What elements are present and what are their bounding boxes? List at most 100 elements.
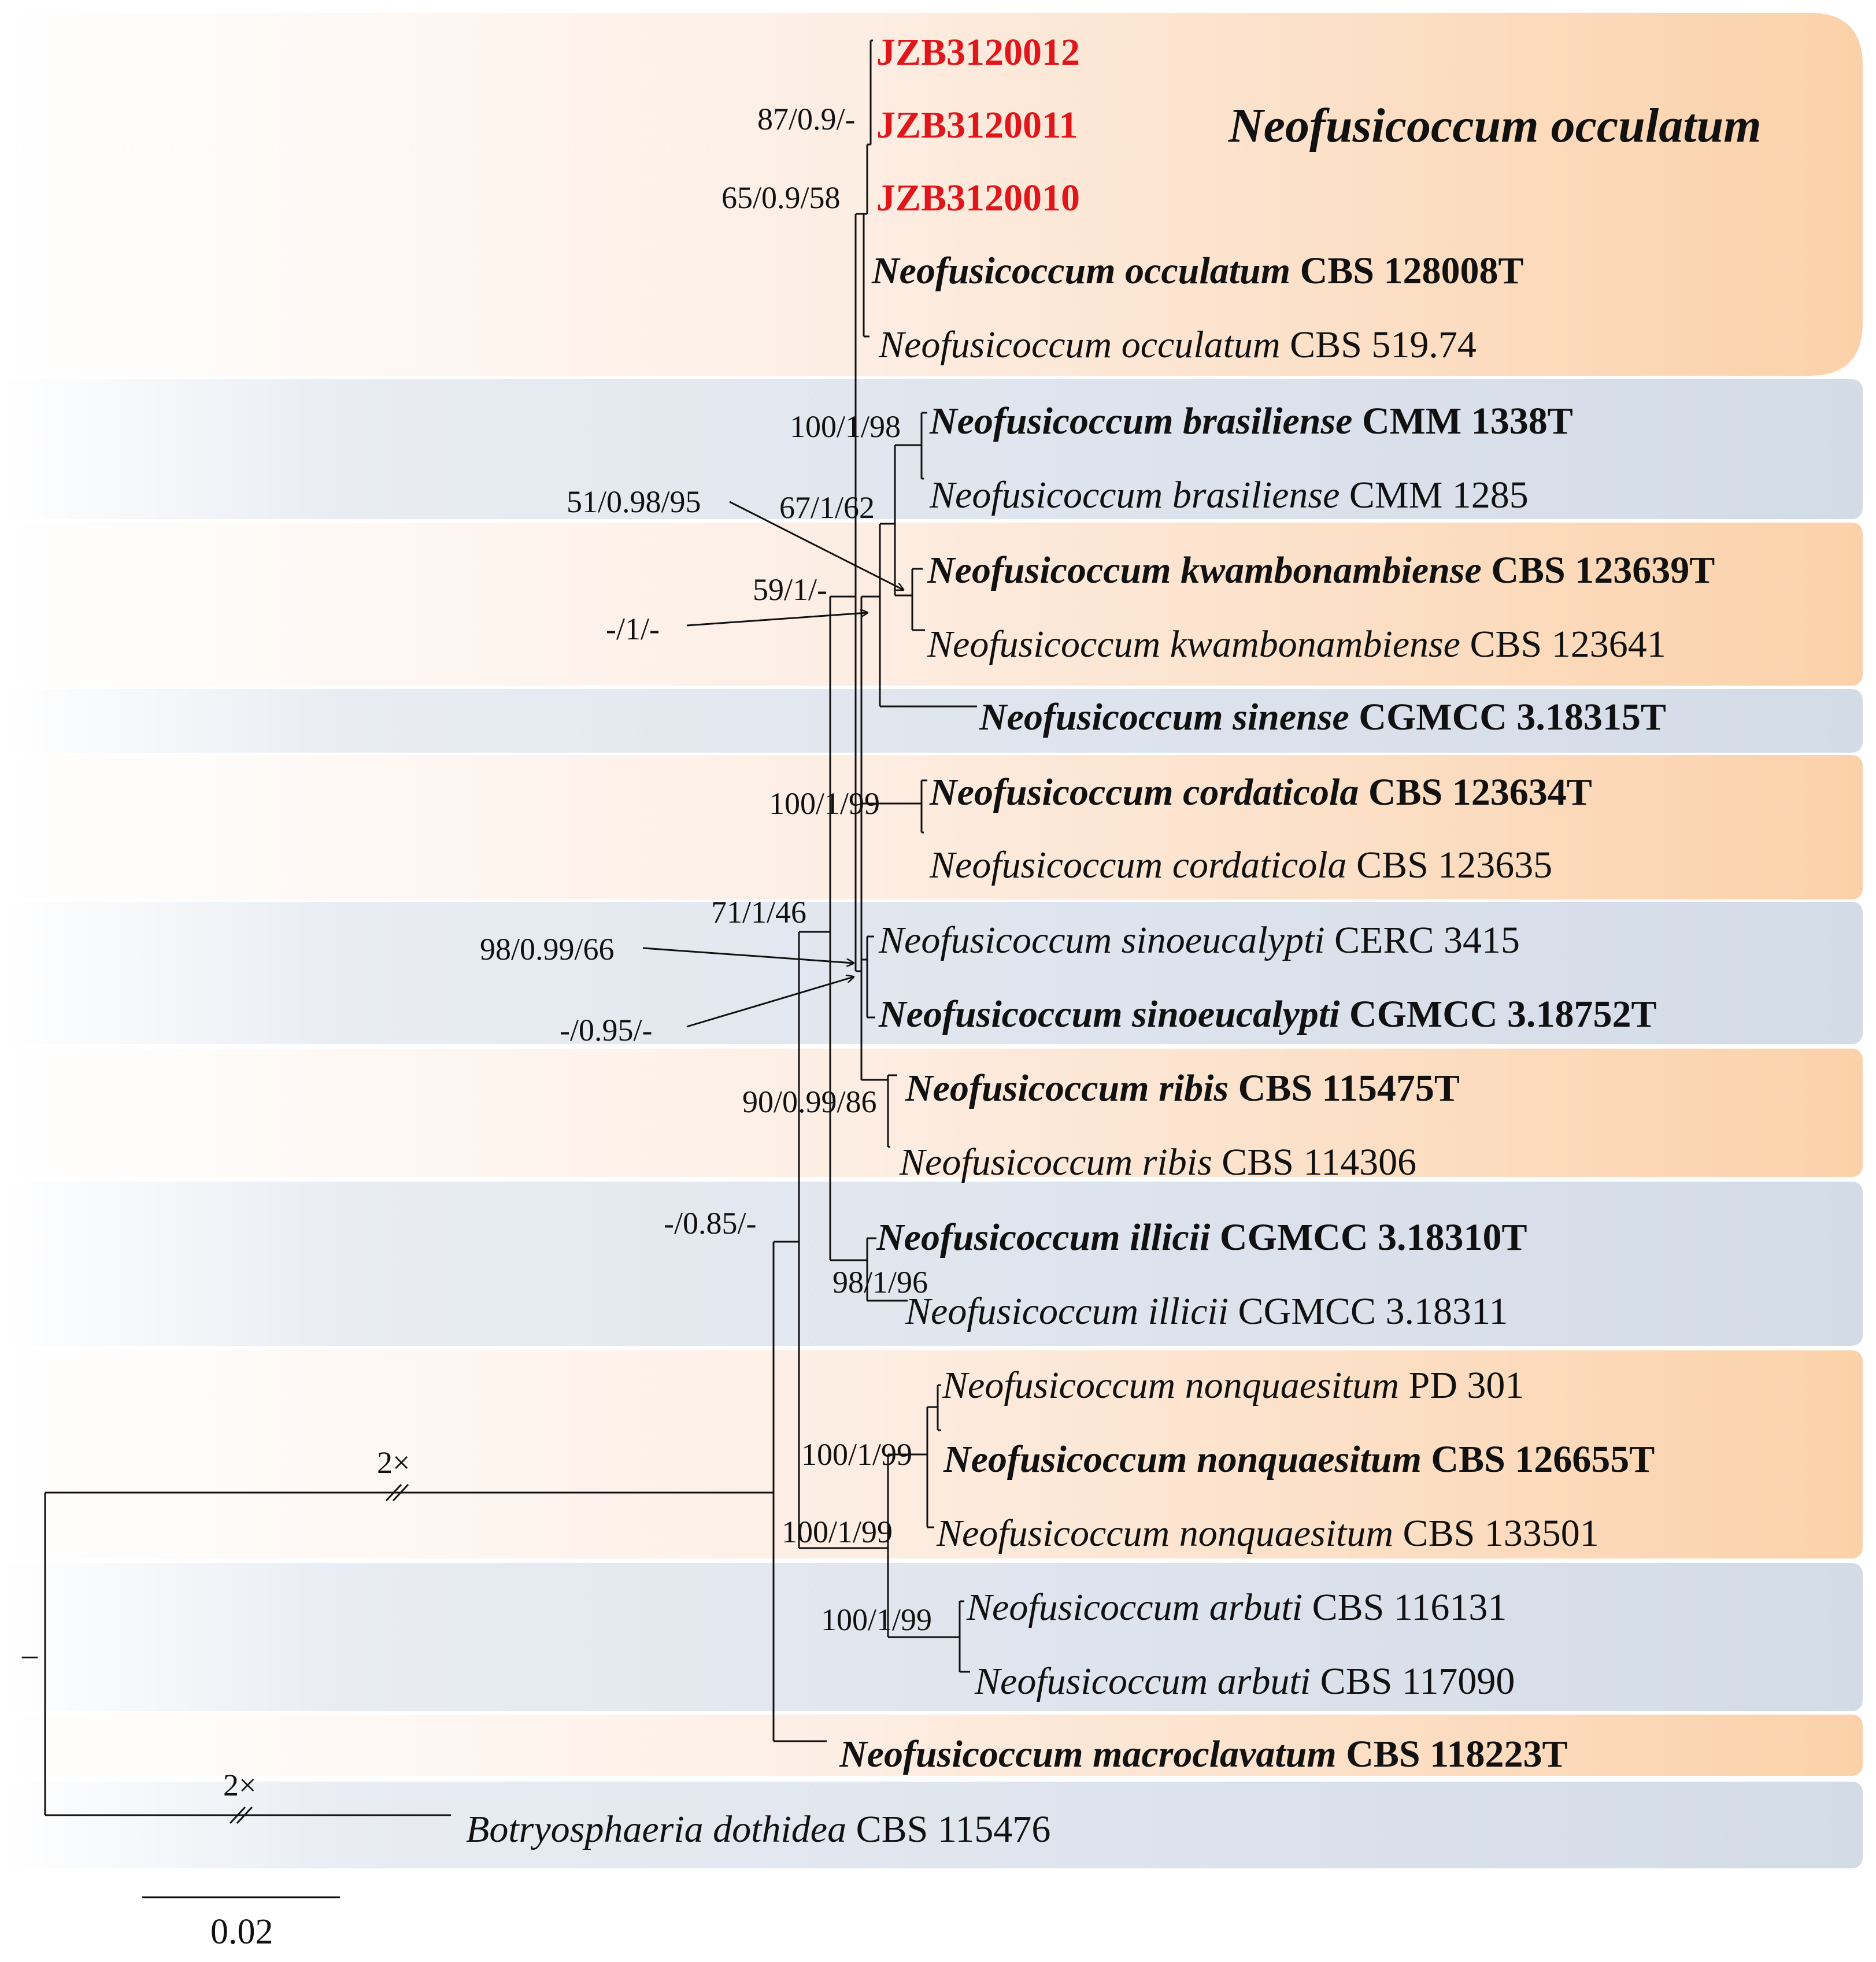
- node-illicii: [866, 1237, 908, 1302]
- tip-7-strain: CBS 123639T: [1491, 549, 1715, 591]
- tip-8-species: Neofusicoccum kwambonambiense: [927, 623, 1460, 665]
- band-macroclavatum: [0, 1715, 1863, 1776]
- break-label-ingroup: 2×: [377, 1445, 410, 1480]
- tip-3-strain: CBS 128008T: [1300, 250, 1524, 292]
- node-51: [894, 444, 922, 597]
- node-brasiliense: [920, 412, 927, 480]
- tip-15-strain: CBS 114306: [1222, 1141, 1416, 1183]
- support-98-099: 98/0.99/66: [480, 932, 615, 967]
- break-mark-outgroup: [229, 1806, 253, 1824]
- tip-10-strain: CBS 123634T: [1368, 771, 1592, 813]
- tip-16-species: Neofusicoccum illicii: [876, 1216, 1211, 1258]
- tip-21-strain: CBS 116131: [1312, 1586, 1507, 1628]
- tip-23: Neofusicoccum macroclavatum CBS 118223T: [839, 1733, 1568, 1775]
- band-occulatum: [0, 13, 1863, 376]
- support-arrows: [642, 501, 903, 1028]
- tip-8: Neofusicoccum kwambonambiense CBS 123641: [927, 623, 1666, 665]
- root-mark: –: [21, 1637, 38, 1672]
- tip-15: Neofusicoccum ribis CBS 114306: [899, 1141, 1416, 1183]
- tip-2-strain: JZB3120010: [876, 177, 1080, 219]
- tip-2: JZB3120010: [876, 177, 1080, 219]
- node-98-099: [860, 595, 922, 1081]
- tip-6-species: Neofusicoccum brasiliense: [929, 474, 1340, 516]
- tip-13: Neofusicoccum sinoeucalypti CGMCC 3.1875…: [878, 993, 1657, 1035]
- tip-22-strain: CBS 117090: [1320, 1660, 1515, 1702]
- tip-5-strain: CMM 1338T: [1362, 400, 1573, 442]
- tip-4-species: Neofusicoccum occulatum: [878, 324, 1281, 366]
- arrow-98-099: [642, 947, 853, 963]
- tip-0: JZB3120012: [876, 31, 1080, 73]
- tip-13-species: Neofusicoccum sinoeucalypti: [878, 993, 1340, 1035]
- band-sinoeucalypti: [0, 902, 1863, 1044]
- arrow-095: [686, 977, 853, 1028]
- band-illicii: [0, 1182, 1863, 1346]
- tip-12-strain: CERC 3415: [1334, 919, 1520, 961]
- tip-23-strain: CBS 118223T: [1346, 1733, 1567, 1775]
- node-085: [772, 1241, 827, 1742]
- tip-6-strain: CMM 1285: [1349, 474, 1529, 516]
- tip-20: Neofusicoccum nonquaesitum CBS 133501: [936, 1512, 1599, 1554]
- tree-branches: [44, 39, 977, 1824]
- tip-22-species: Neofusicoccum arbuti: [974, 1660, 1311, 1702]
- node-kwambonambiense: [911, 568, 925, 631]
- band-nonquaesitum: [0, 1350, 1863, 1559]
- tip-14-strain: CBS 115475T: [1238, 1067, 1460, 1109]
- tip-labels: JZB3120012 JZB3120011 JZB3120010 Neofusi…: [466, 31, 1715, 1850]
- band-brasiliense: [0, 379, 1863, 519]
- tip-14-species: Neofusicoccum ribis: [905, 1067, 1229, 1109]
- tip-4: Neofusicoccum occulatum CBS 519.74: [878, 324, 1477, 366]
- arrow-minus1: [686, 613, 867, 627]
- node-arbuti: [959, 1600, 970, 1673]
- tip-18: Neofusicoccum nonquaesitum PD 301: [942, 1364, 1524, 1406]
- support-085: -/0.85/-: [664, 1206, 756, 1241]
- support-095: -/0.95/-: [560, 1013, 652, 1047]
- tip-4-strain: CBS 519.74: [1290, 324, 1477, 366]
- tip-10-species: Neofusicoccum cordaticola: [929, 771, 1359, 813]
- tip-9: Neofusicoccum sinense CGMCC 3.18315T: [979, 696, 1666, 738]
- support-90: 90/0.99/86: [742, 1084, 877, 1119]
- band-ribis: [0, 1049, 1863, 1177]
- support-98-illicii: 98/1/96: [832, 1265, 928, 1300]
- clade-title: Neofusicoccum occulatum: [1228, 99, 1762, 153]
- support-71: 71/1/46: [711, 895, 806, 930]
- band-sinense: [0, 689, 1863, 753]
- tip-18-species: Neofusicoccum nonquaesitum: [942, 1364, 1399, 1406]
- node-ribis: [867, 1074, 897, 1148]
- tip-1: JZB3120011: [876, 104, 1078, 146]
- band-botryosphaeria: [0, 1782, 1863, 1868]
- tip-17: Neofusicoccum illicii CGMCC 3.18311: [905, 1290, 1508, 1332]
- clade-bands: [0, 13, 1863, 1868]
- support-65: 65/0.9/58: [721, 180, 841, 215]
- scale-bar-label: 0.02: [210, 1912, 273, 1952]
- arrow-51: [729, 501, 903, 590]
- tip-19-species: Neofusicoccum nonquaesitum: [943, 1438, 1422, 1480]
- tip-7: Neofusicoccum kwambonambiense CBS 123639…: [927, 549, 1715, 591]
- node-59: [829, 595, 867, 1261]
- tip-5-species: Neofusicoccum brasiliense: [929, 400, 1352, 442]
- tip-16-strain: CGMCC 3.18310T: [1220, 1216, 1527, 1258]
- tip-8-strain: CBS 123641: [1470, 623, 1666, 665]
- tip-13-strain: CGMCC 3.18752T: [1349, 993, 1657, 1035]
- node-nonq-inner: [937, 1384, 941, 1431]
- tip-20-strain: CBS 133501: [1403, 1512, 1599, 1554]
- tip-19-strain: CBS 126655T: [1431, 1438, 1655, 1480]
- node-minus1: [854, 213, 864, 972]
- node-cordaticola: [920, 779, 927, 834]
- tip-17-strain: CGMCC 3.18311: [1238, 1290, 1508, 1332]
- support-minus1: -/1/-: [606, 612, 660, 646]
- node-sinoeucalypti: [866, 935, 875, 1019]
- tip-11-strain: CBS 123635: [1356, 844, 1552, 886]
- tip-21-species: Neofusicoccum arbuti: [966, 1586, 1303, 1628]
- tip-21: Neofusicoccum arbuti CBS 116131: [966, 1586, 1507, 1628]
- tip-23-species: Neofusicoccum macroclavatum: [839, 1733, 1337, 1775]
- node-jzb: [869, 39, 873, 145]
- tip-12-species: Neofusicoccum sinoeucalypti: [878, 919, 1325, 961]
- tip-0-strain: JZB3120012: [876, 31, 1080, 73]
- node-71: [798, 931, 888, 1549]
- tip-22: Neofusicoccum arbuti CBS 117090: [974, 1660, 1515, 1702]
- tip-11: Neofusicoccum cordaticola CBS 123635: [929, 844, 1552, 886]
- support-87: 87/0.9/-: [757, 102, 856, 136]
- break-label-outgroup: 2×: [223, 1768, 256, 1802]
- tip-19: Neofusicoccum nonquaesitum CBS 126655T: [943, 1438, 1655, 1480]
